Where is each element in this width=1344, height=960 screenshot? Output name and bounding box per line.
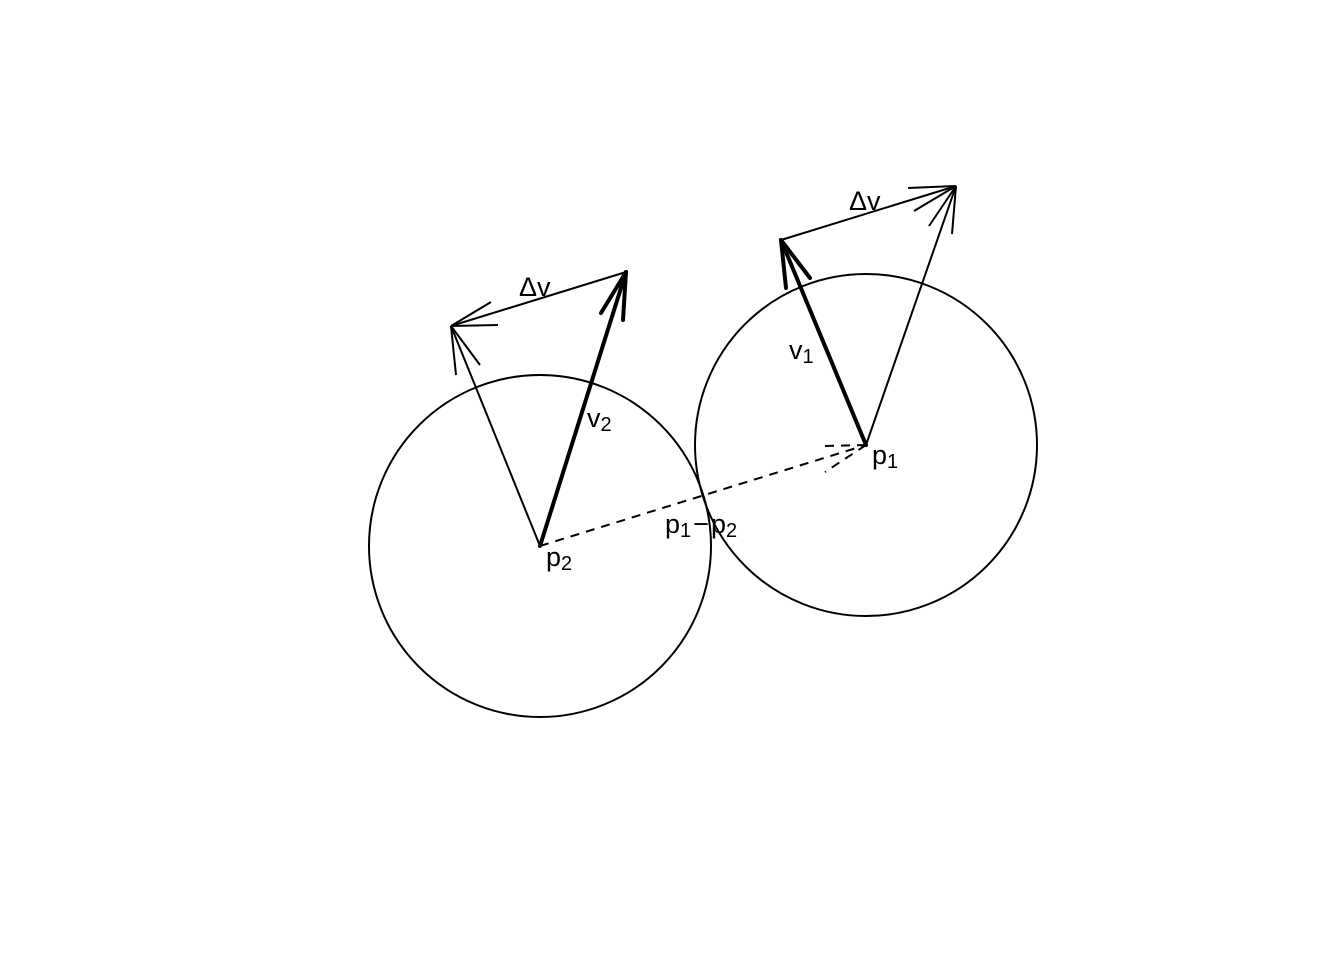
ball-2-circle	[368, 374, 712, 718]
delta-v-1-arrow	[780, 185, 957, 241]
label-delta-v-left: Δv	[519, 272, 551, 302]
p1-minus-p2-arrow	[539, 444, 867, 547]
v2-new-arrow	[450, 325, 541, 547]
ball-1-circle	[694, 273, 1038, 617]
label-v2: v2	[587, 403, 612, 436]
v1-new-arrow	[865, 185, 957, 446]
delta-v-2-arrow	[450, 271, 627, 376]
label-v1: v1	[789, 335, 814, 368]
label-p1: p1	[872, 440, 898, 473]
v2-arrow	[538, 270, 628, 548]
label-p2: p2	[546, 542, 572, 575]
v1-arrow	[779, 238, 868, 447]
label-delta-v-right: Δv	[849, 186, 881, 216]
label-p1-minus-p2: p1−p2	[665, 509, 737, 542]
